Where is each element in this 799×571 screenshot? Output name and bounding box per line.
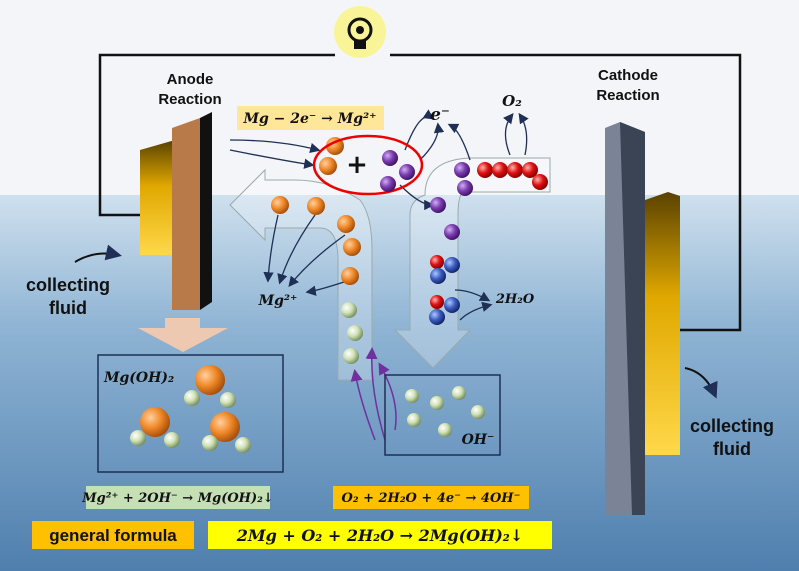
reaction-highlight: [312, 134, 424, 196]
cathode-electrode: [605, 122, 680, 515]
hydroxide-box: [384, 374, 501, 456]
cathode-equation: O₂ + 2H₂O + 4e⁻ → 4OH⁻: [342, 491, 521, 506]
plus-icon: +: [346, 150, 368, 180]
mg-flow-arrow: [229, 168, 373, 381]
circuit-wire-right: [390, 53, 742, 332]
collecting-fluid-label: fluid: [713, 439, 751, 459]
general-formula-box: [208, 521, 552, 549]
water-flow-arrow: [454, 289, 491, 302]
mg-hydroxide-molecules: [130, 365, 251, 453]
anode-equation-box: [237, 106, 384, 130]
oxygen-flow-arrow: [518, 112, 529, 156]
collecting-fluid-label: collecting: [26, 275, 110, 295]
mg-hydroxide-label: Mg(OH)₂: [103, 370, 174, 386]
oxygen-flow-arrow: [503, 112, 514, 156]
arrow-icon: [74, 244, 122, 263]
anode-electrode: [140, 112, 212, 310]
anode-label: Reaction: [158, 91, 221, 108]
cathode-label: Reaction: [596, 87, 659, 104]
hydroxide-flow-arrow: [350, 369, 376, 441]
general-formula-label-box: [32, 521, 194, 549]
electrons: [380, 150, 473, 240]
collecting-fluid-label: collecting: [690, 416, 774, 436]
oxygen-molecules: [477, 162, 548, 190]
ion-flow-arrow: [277, 214, 316, 285]
water-label: 2H₂O: [495, 292, 535, 307]
electron-flow-arrow: [419, 122, 445, 161]
hydroxide-ions: [341, 302, 363, 364]
water-flow-arrow: [459, 301, 493, 321]
hydroxide-flow-arrow: [365, 347, 386, 441]
anode-equation: Mg − 2e⁻ → Mg²⁺: [242, 111, 376, 127]
water-molecules: [429, 255, 460, 325]
electron-flow-arrow: [229, 149, 315, 169]
arrow-icon: [684, 367, 718, 399]
anode-label: Anode: [167, 71, 214, 88]
oxygen-label: O₂: [502, 92, 522, 110]
mg-atoms: [271, 137, 361, 285]
precipitation-equation: Mg²⁺ + 2OH⁻ → Mg(OH)₂↓: [81, 491, 273, 506]
collecting-fluid-label: fluid: [49, 298, 87, 318]
hydroxide-ions: [405, 386, 485, 437]
down-arrow-icon: [138, 318, 228, 352]
sky-background: [0, 0, 799, 200]
ion-flow-arrow: [288, 234, 346, 288]
electron-flow-arrow: [447, 123, 471, 161]
hydroxide-flow-arrow: [378, 362, 397, 431]
electron-flow-arrow: [229, 139, 321, 154]
cathode-equation-box: [333, 486, 529, 509]
cathode-label: Cathode: [598, 67, 658, 84]
circuit-wire-left: [98, 53, 335, 217]
lightbulb-icon: [334, 6, 386, 58]
general-formula-label: general formula: [49, 526, 177, 545]
general-formula: 2Mg + O₂ + 2H₂O → 2Mg(OH)₂↓: [236, 526, 523, 545]
mg-ion-label: Mg²⁺: [258, 293, 298, 309]
mg-hydroxide-box: [97, 354, 284, 473]
precipitation-equation-box: [86, 486, 270, 509]
electron-label: e⁻: [430, 105, 450, 125]
ion-flow-arrow: [263, 214, 279, 283]
hydroxide-label: OH⁻: [462, 432, 495, 448]
